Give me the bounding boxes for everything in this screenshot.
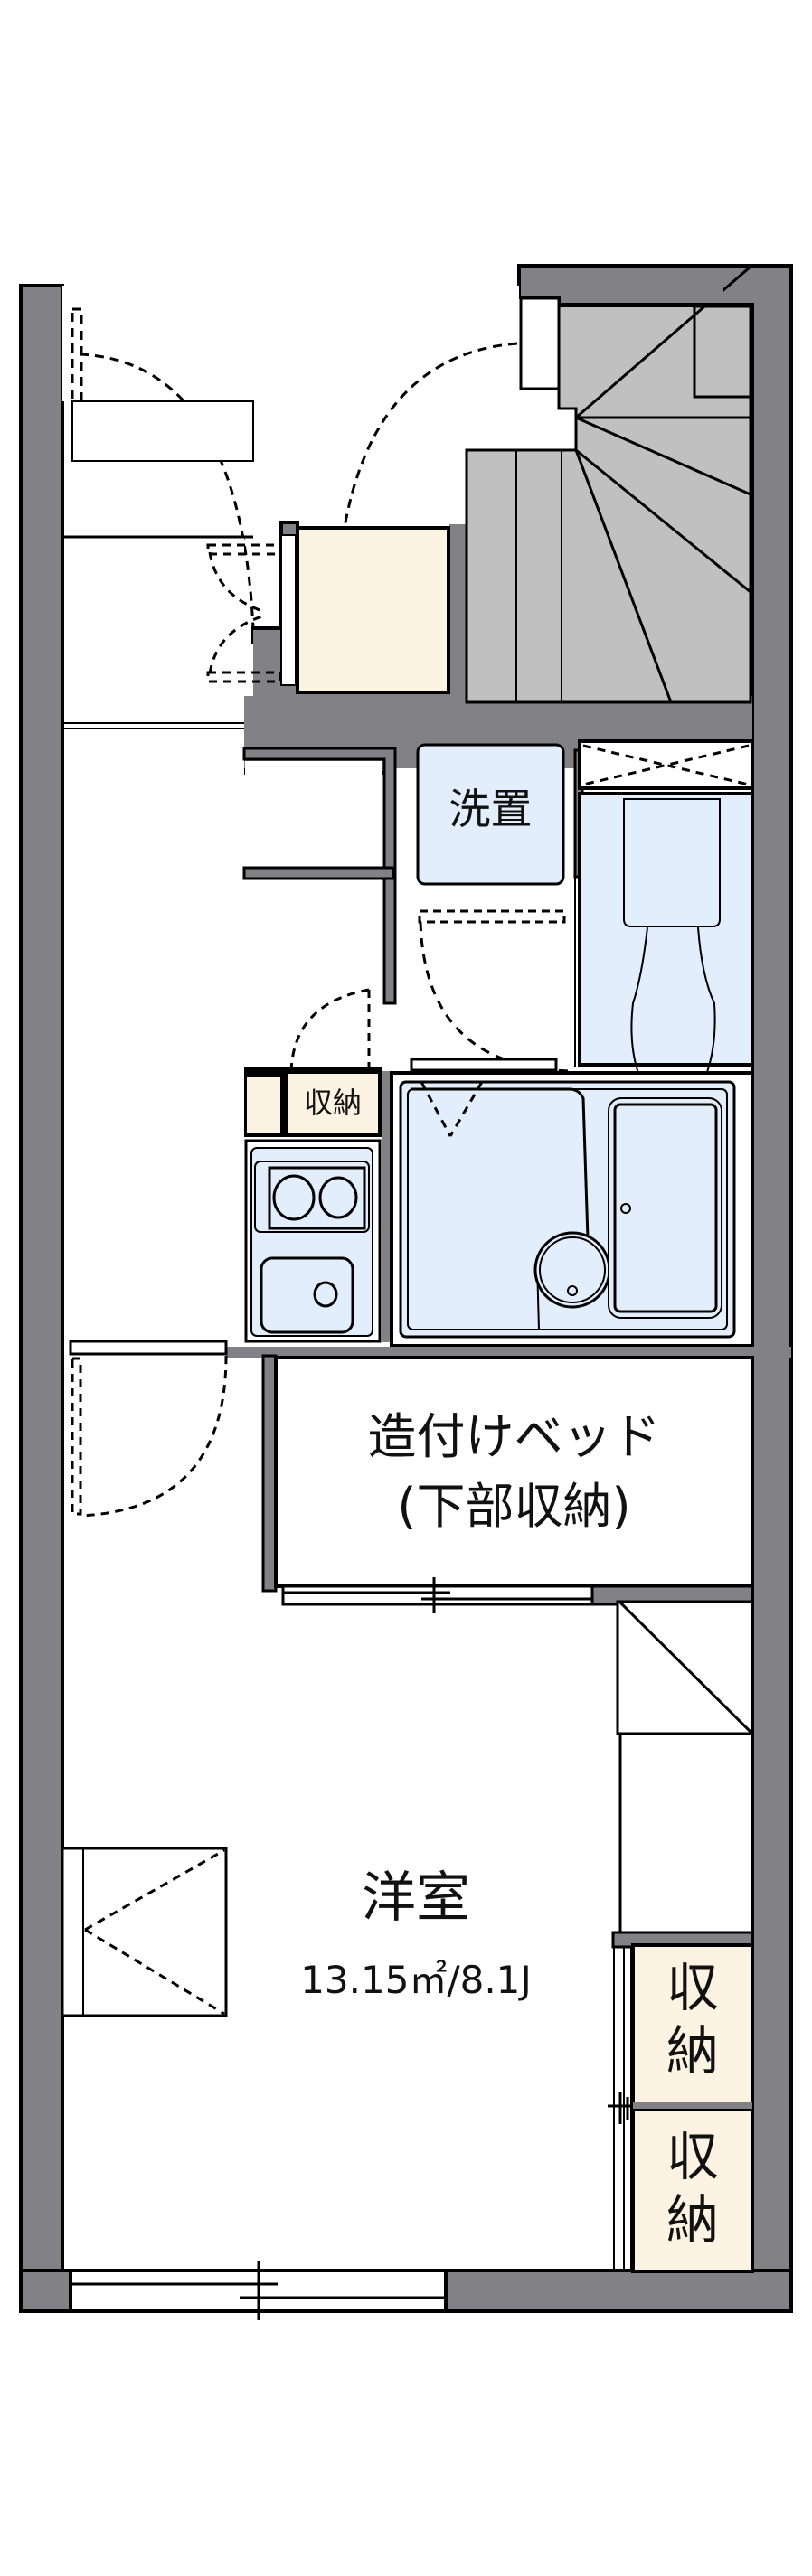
closets <box>608 1931 754 2273</box>
washer-space <box>416 743 566 924</box>
shoe-cabinet-doors[interactable] <box>206 543 282 683</box>
air-conditioner <box>61 1847 228 2017</box>
small-storage <box>244 1067 382 1137</box>
closet-upper-char1: 収 <box>666 1957 719 2018</box>
closet-sliding-doors[interactable] <box>608 1948 633 2270</box>
room-door[interactable] <box>69 1340 228 1518</box>
kitchen-counter <box>244 1139 382 1343</box>
closet-lower-char2: 納 <box>666 2188 719 2251</box>
room-name: 洋室 <box>362 1866 470 1930</box>
small-storage-label: 収納 <box>303 1086 362 1120</box>
bathroom <box>390 1058 754 1348</box>
bed-window[interactable] <box>281 1577 594 1613</box>
washroom-door[interactable] <box>419 921 571 1073</box>
closet-lower-label: 収 納 <box>633 2126 752 2252</box>
closet-lower-char1: 収 <box>666 2126 719 2187</box>
wall-below-bath <box>226 1347 791 1358</box>
bed-label-line1: 造付けベッド <box>367 1408 661 1465</box>
entrance-area <box>62 286 561 629</box>
toilet-room <box>574 739 754 1123</box>
bottom-left-wall <box>19 2269 72 2313</box>
kitchen-bath-wall <box>382 1071 392 1342</box>
washer-label: 洗置 <box>448 785 533 833</box>
right-shelf <box>616 1600 754 1934</box>
room-area: 13.15㎡/8.1J <box>300 1958 532 2002</box>
stairs <box>465 265 752 704</box>
entrance-door-left[interactable] <box>71 307 255 629</box>
sink-icon <box>260 1256 354 1334</box>
bed-label-line2: (下部収納) <box>397 1478 631 1535</box>
closet-upper-label: 収 納 <box>633 1957 752 2082</box>
stove-icon <box>254 1161 370 1233</box>
shoe-cabinet <box>280 526 450 694</box>
built-in-bed <box>261 1354 754 1613</box>
bottom-window[interactable] <box>69 2261 448 2320</box>
closet-upper-char2: 納 <box>666 2019 719 2082</box>
small-storage-door[interactable] <box>289 988 371 1072</box>
bathtub-icon <box>608 1097 722 1319</box>
